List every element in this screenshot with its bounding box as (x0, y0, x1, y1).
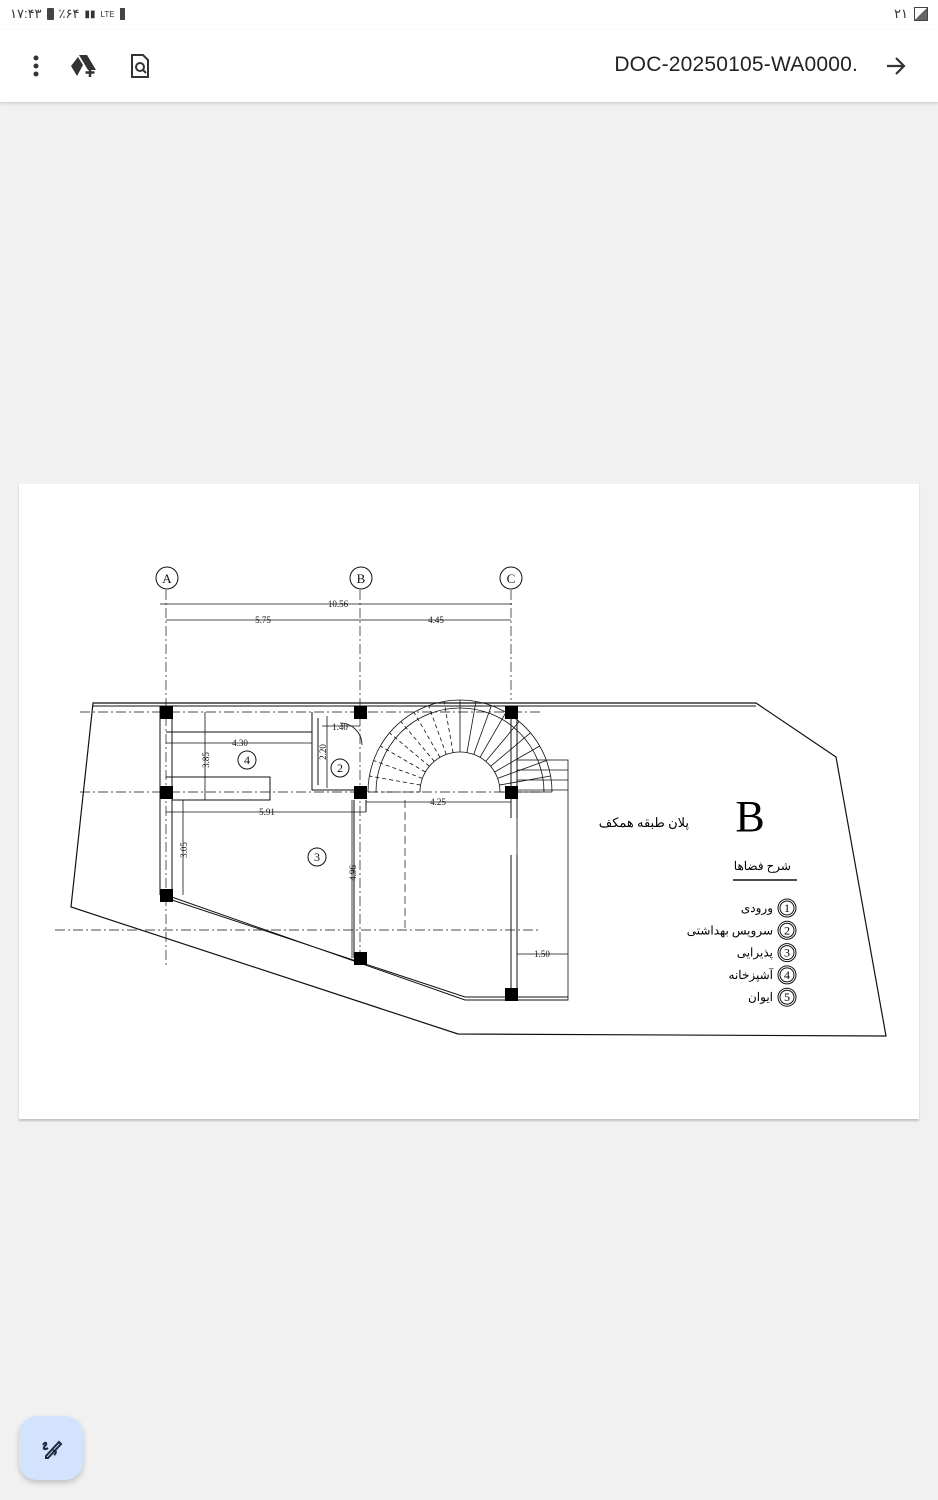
legend-marker-inner (779, 922, 795, 938)
find-in-page-icon[interactable] (124, 50, 156, 82)
legend-marker (777, 987, 797, 1007)
stair-tread (499, 775, 551, 786)
stair-tread (428, 705, 447, 755)
plan-title: پلان طبقه همکف (599, 815, 690, 831)
stair-tread (497, 760, 547, 779)
floor-plan-drawing: A B C 10.56 5.75 4.45 4.30 1.40 4.25 5.9… (55, 566, 887, 1037)
legend-label: ایوان (748, 990, 773, 1004)
more-vert-icon[interactable] (20, 50, 52, 82)
dim-mid-depth: 4.96 (348, 865, 358, 881)
plan-letter: B (735, 792, 764, 841)
room-markers (237, 750, 350, 867)
stair-tread (380, 745, 426, 773)
dim-stair-width: 4.25 (430, 797, 446, 807)
legend-label: ورودی (741, 901, 773, 915)
stair-inner-arc (419, 751, 501, 793)
stair-tread (389, 732, 430, 767)
mute-icon (119, 8, 130, 20)
legend-marker-inner (779, 900, 795, 916)
battery-icon (46, 8, 54, 20)
stair-tread (490, 732, 531, 767)
dim-bc: 4.45 (428, 615, 444, 625)
dim-hall-width: 5.91 (259, 807, 275, 817)
legend-marker (777, 920, 797, 940)
room-number-reception: 3 (314, 850, 320, 864)
stair-tread (479, 712, 507, 758)
legend-marker-inner (779, 989, 795, 1005)
drive-add-icon[interactable] (68, 50, 100, 82)
stair-tread (473, 705, 492, 755)
dim-ab: 5.75 (255, 615, 271, 625)
legend-marker (777, 965, 797, 985)
legend-label: آشپزخانه (729, 967, 774, 982)
dim-wc-depth: 2.20 (318, 744, 328, 760)
arrow-forward-icon[interactable] (880, 50, 912, 82)
dim-left-depth: 3.05 (179, 842, 189, 858)
status-bar: ۱۷:۴۳ ٪۶۴ ▮▮ LTE ۲۱ (0, 0, 938, 30)
legend-marker-inner (779, 967, 795, 983)
stair-tread (485, 721, 520, 762)
network-type: LTE (100, 9, 115, 19)
toolbar: DOC-20250105-WA0000. (0, 30, 938, 103)
room-number-wc: 2 (337, 761, 343, 775)
spiral-stair (367, 699, 553, 793)
legend-number: 2 (784, 923, 790, 937)
grid-bubbles (155, 566, 523, 590)
stair-tread (373, 760, 423, 779)
entrance-steps (516, 759, 569, 1001)
dim-porch: 1.50 (534, 949, 550, 959)
legend-marker (777, 943, 797, 963)
dimension-lines (160, 603, 568, 958)
legend-marker-inner (779, 945, 795, 961)
site-boundary (70, 702, 887, 1037)
legend-marker (777, 898, 797, 918)
legend-number: 4 (784, 968, 790, 982)
edit-annotate-icon (42, 1440, 63, 1459)
legend-title: شرح فضاها (734, 859, 791, 873)
dim-total: 10.56 (328, 599, 349, 609)
stair-tread (413, 712, 441, 758)
document-title: DOC-20250105-WA0000. (614, 53, 858, 76)
clock: ۱۷:۴۳ (10, 6, 42, 21)
grid-label-c: C (507, 571, 516, 586)
dim-kitchen-width: 4.30 (232, 738, 248, 748)
pdf-page: A B C 10.56 5.75 4.45 4.30 1.40 4.25 5.9… (19, 484, 919, 1119)
dim-kitchen-depth: 3.85 (201, 752, 211, 768)
stair-tread (400, 721, 435, 762)
annotate-button[interactable] (19, 1416, 83, 1480)
grid-label-a: A (162, 571, 172, 586)
dim-wc-width: 1.40 (332, 722, 348, 732)
legend-label: پذیرایی (737, 946, 773, 960)
legend-label: سرویس بهداشتی (687, 923, 773, 937)
notification-count: ۲۱ (894, 6, 908, 21)
legend-number: 5 (784, 990, 790, 1004)
grid-lines (55, 590, 540, 965)
legend: 1 ورودی 2 سرویس بهداشتی 3 پذیرایی 4 آشپزخانه 5 ای… (687, 898, 797, 1007)
room-number-kitchen: 4 (244, 753, 250, 767)
stair-tread (494, 745, 540, 773)
stair-tread (443, 701, 454, 753)
legend-number: 3 (784, 946, 790, 960)
stair-tread (369, 775, 421, 786)
signal-icon: ▮▮ (84, 8, 96, 20)
legend-number: 1 (784, 901, 790, 915)
battery-level: ٪۶۴ (58, 6, 80, 21)
image-icon (914, 7, 928, 21)
stair-tread (466, 701, 477, 753)
columns (160, 706, 518, 1001)
grid-label-b: B (357, 571, 366, 586)
